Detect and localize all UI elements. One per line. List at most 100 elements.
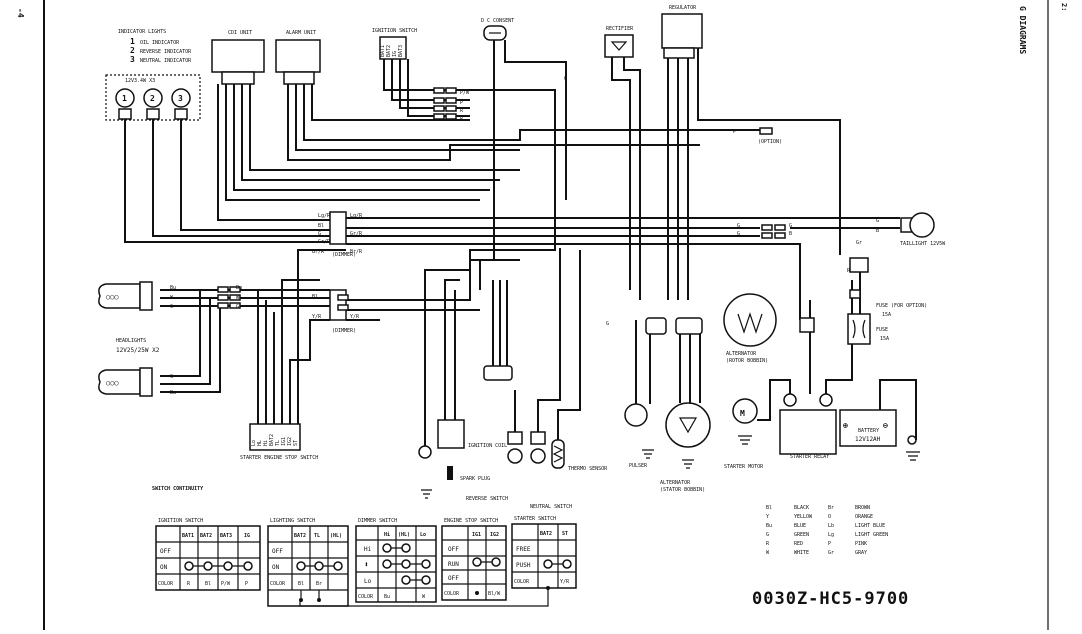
svg-text:OFF: OFF bbox=[448, 546, 459, 553]
svg-text:Gr/R: Gr/R bbox=[318, 239, 331, 245]
pulser-label: PULSER bbox=[629, 463, 648, 469]
svg-text:Bl/W: Bl/W bbox=[488, 591, 501, 597]
starter-relay-label: STARTER RELAY bbox=[790, 454, 829, 460]
ignition-coil bbox=[437, 419, 465, 449]
fuse-rating: 15A bbox=[880, 336, 889, 342]
option-label: (OPTION) bbox=[758, 139, 782, 145]
svg-text:G: G bbox=[876, 218, 879, 224]
alternator-rotor bbox=[723, 293, 777, 347]
corner-mark: 2: bbox=[1060, 3, 1068, 11]
svg-text:IGNITION SWITCH: IGNITION SWITCH bbox=[158, 518, 203, 524]
svg-text:Y/R: Y/R bbox=[312, 314, 322, 320]
svg-text:Br/R: Br/R bbox=[312, 249, 325, 255]
cdi-label: CDI UNIT bbox=[228, 30, 252, 36]
switch-continuity-title: SWITCH CONTINUITY bbox=[152, 486, 203, 492]
indicator-bulb-2: 2 bbox=[143, 88, 163, 120]
svg-text:BAT3: BAT3 bbox=[220, 533, 232, 539]
svg-text:ST: ST bbox=[293, 440, 299, 446]
indicator-label-2: REVERSE INDICATOR bbox=[140, 49, 192, 55]
svg-text:IG: IG bbox=[392, 51, 398, 57]
alternator-label: ALTERNATOR bbox=[660, 480, 691, 486]
svg-text:DIMMER SWITCH: DIMMER SWITCH bbox=[358, 518, 397, 524]
dimmer-tag-upper: (DIMMER) bbox=[332, 252, 356, 258]
wire-labels: P/W P R R P G G G B G B Lg/R Bl G Gr/R B… bbox=[170, 76, 879, 396]
svg-text:1: 1 bbox=[122, 94, 127, 103]
svg-text:BAT2: BAT2 bbox=[269, 434, 275, 446]
thermo-sensor-label-1: THERMO SENSOR bbox=[568, 466, 608, 472]
svg-text:ST: ST bbox=[562, 531, 568, 537]
starter-motor bbox=[732, 398, 758, 424]
reverse-switch-label: REVERSE SWITCH bbox=[466, 496, 508, 502]
svg-text:LIGHT BLUE: LIGHT BLUE bbox=[855, 523, 885, 529]
indicator-title: INDICATOR LIGHTS bbox=[118, 29, 166, 35]
svg-text:Bl: Bl bbox=[766, 505, 772, 511]
headlight-upper: ○○○ bbox=[98, 281, 153, 311]
indicator-label-1: OIL INDICATOR bbox=[140, 40, 180, 46]
svg-text:B: B bbox=[876, 228, 879, 234]
pulser bbox=[624, 403, 648, 427]
ignition-coil-label: IGNITION COIL bbox=[468, 443, 507, 449]
svg-text:HL: HL bbox=[257, 440, 263, 446]
svg-text:G: G bbox=[170, 304, 173, 310]
svg-text:R: R bbox=[460, 108, 464, 114]
svg-text:BAT3: BAT3 bbox=[398, 45, 404, 57]
battery-rating: 12V12AH bbox=[855, 436, 881, 443]
taillight-bulb bbox=[909, 212, 935, 238]
regulator-label: REGULATOR bbox=[669, 5, 697, 11]
svg-text:Lo: Lo bbox=[251, 440, 257, 446]
svg-text:(HL): (HL) bbox=[398, 532, 410, 538]
svg-text:O: O bbox=[828, 514, 831, 520]
svg-text:Gr/R: Gr/R bbox=[350, 231, 363, 237]
ground-icon bbox=[421, 489, 432, 499]
svg-text:Y: Y bbox=[766, 514, 769, 520]
dimmer-switch-table: DIMMER SWITCH Hi (HL) Lo Hi ⬍ Lo COLOR B… bbox=[355, 518, 437, 603]
svg-text:G: G bbox=[737, 231, 740, 237]
svg-text:YELLOW: YELLOW bbox=[794, 514, 813, 520]
svg-text:OFF: OFF bbox=[160, 548, 171, 555]
svg-text:P/W: P/W bbox=[460, 90, 470, 96]
svg-text:BAT1: BAT1 bbox=[380, 45, 386, 57]
starter-motor-label: STARTER MOTOR bbox=[724, 464, 764, 470]
svg-text:ENGINE STOP SWITCH: ENGINE STOP SWITCH bbox=[444, 518, 498, 524]
svg-text:W: W bbox=[236, 295, 240, 301]
svg-text:P: P bbox=[733, 129, 736, 135]
alternator-stator bbox=[665, 402, 711, 448]
svg-text:PUSH: PUSH bbox=[516, 562, 531, 569]
svg-text:WHITE: WHITE bbox=[794, 550, 809, 556]
svg-text:COLOR: COLOR bbox=[158, 581, 174, 587]
spark-plug bbox=[447, 466, 453, 480]
svg-text:COLOR: COLOR bbox=[358, 594, 374, 600]
ignition-switch-table: IGNITION SWITCH BAT1 BAT2 BAT3 IG OFF ON… bbox=[155, 518, 261, 591]
indicator-bulb-1: 1 bbox=[115, 88, 135, 120]
ground-icon bbox=[906, 451, 920, 461]
alternator-sub-label: (STATOR BOBBIN) bbox=[660, 487, 705, 493]
indicator-num-3: 3 bbox=[130, 55, 135, 64]
alarm-label: ALARM UNIT bbox=[286, 30, 316, 36]
svg-text:○○○: ○○○ bbox=[106, 379, 119, 387]
svg-text:TL: TL bbox=[275, 440, 281, 446]
starter-relay bbox=[779, 409, 837, 455]
svg-text:Bu: Bu bbox=[170, 285, 176, 291]
svg-text:Hi: Hi bbox=[364, 546, 372, 553]
svg-text:Lo: Lo bbox=[420, 532, 426, 538]
svg-text:LIGHTING SWITCH: LIGHTING SWITCH bbox=[270, 518, 315, 524]
svg-text:R: R bbox=[766, 541, 770, 547]
engine-stop-switch-table: ENGINE STOP SWITCH IG1 IG2 OFF RUN OFF C… bbox=[441, 518, 507, 601]
fuse-option-label: FUSE (FOR OPTION) bbox=[876, 303, 927, 309]
svg-text:RUN: RUN bbox=[448, 561, 459, 568]
dc-consent-label: D C CONSENT bbox=[481, 18, 514, 24]
starter-switch-table: STARTER SWITCH BAT2 ST FREE PUSH COLOR Y… bbox=[299, 516, 577, 607]
svg-text:Bu: Bu bbox=[766, 523, 772, 529]
svg-text:G: G bbox=[737, 223, 740, 229]
svg-text:Gr: Gr bbox=[856, 240, 862, 246]
harness-wires bbox=[124, 40, 917, 446]
svg-text:BAT1: BAT1 bbox=[182, 533, 194, 539]
neutral-switch-label: NEUTRAL SWITCH bbox=[530, 504, 572, 510]
svg-text:Gr: Gr bbox=[828, 550, 834, 556]
svg-text:(HL): (HL) bbox=[330, 533, 342, 539]
svg-text:Lo: Lo bbox=[364, 578, 372, 585]
svg-text:Bl: Bl bbox=[318, 223, 324, 229]
fuse-box bbox=[847, 313, 871, 345]
